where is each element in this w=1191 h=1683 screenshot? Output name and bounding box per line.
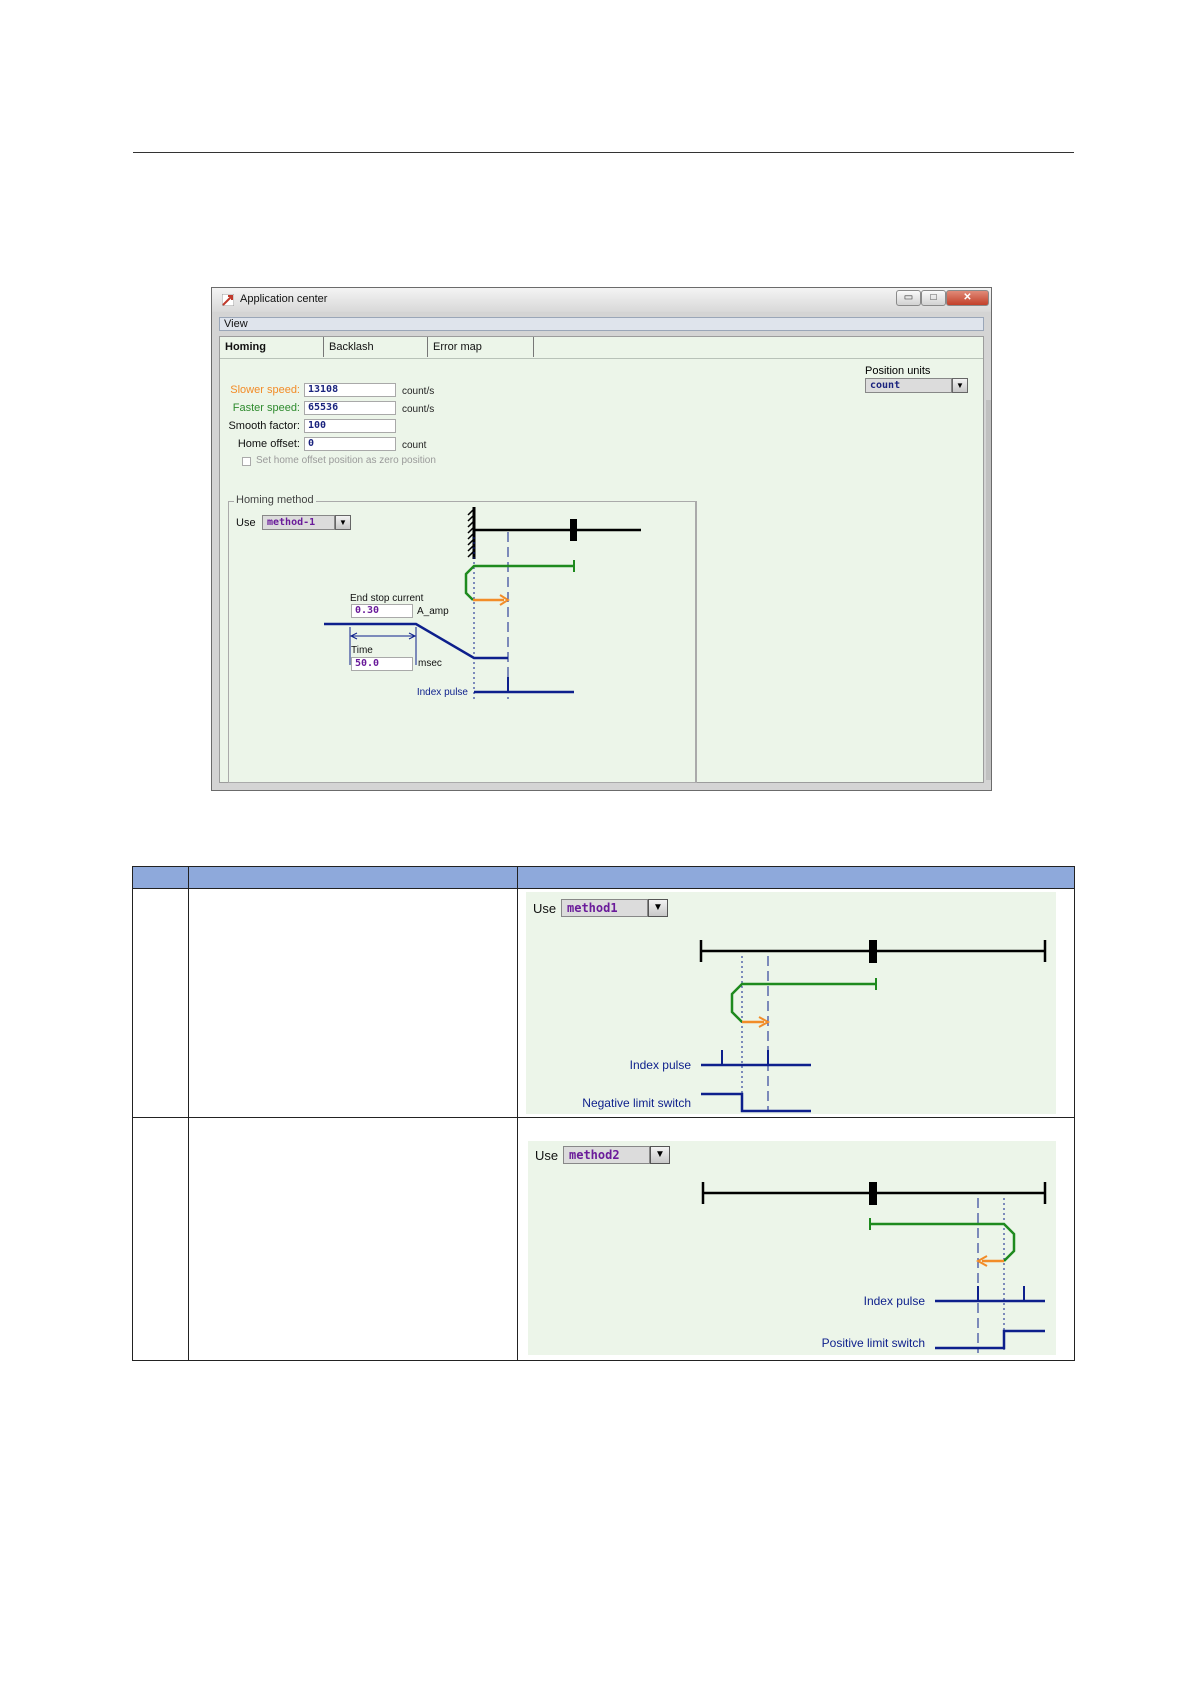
method1-fast-path [730,982,876,1023]
method2-slow-arrow-head [975,1255,988,1267]
close-button[interactable]: ✕ [946,290,989,306]
homing-method-label: Homing method [234,494,316,506]
table-header [132,866,1075,889]
method1-limit-switch-signal [701,1092,811,1113]
header-divider-2 [517,866,518,889]
homing-methods-table: Use method1 ▼ Index pulse Negative limit… [132,866,1075,1361]
method2-fast-path [870,1222,1016,1262]
position-units-select[interactable]: count [865,378,952,393]
faster-speed-unit: count/s [402,404,435,415]
method2-select[interactable]: method2 [563,1146,650,1164]
method1-diagram-svg: Index pulse Negative limit switch [582,940,1047,1113]
method2-use-label: Use [535,1148,559,1163]
end-stop-current-unit: A_amp [417,606,449,617]
end-stop-current-input[interactable]: 0.30 [351,604,413,618]
menu-bar: View [219,317,984,331]
client-area: Homing Backlash Error map Position units… [219,336,984,783]
scrollbar[interactable] [986,400,991,780]
method-dropdown-icon[interactable]: ▼ [335,515,351,530]
method1-slow-arrow-head [758,1016,771,1028]
table-row-2-diagram-cell [517,1117,1075,1361]
method1-diagram: Use method1 ▼ Index pulse Negative limit… [526,892,1056,1114]
method1-dropdown-icon[interactable]: ▼ [648,899,668,917]
time-input[interactable]: 50.0 [351,657,413,671]
method2-load-marker [869,1182,877,1205]
position-units-label: Position units [865,365,931,377]
tab-error-map[interactable]: Error map [428,337,534,357]
faster-speed-label: Faster speed: [232,402,300,414]
use-label: Use [236,517,256,529]
method-select[interactable]: method-1 [262,515,335,530]
wall-hatch [467,508,475,558]
fast-path [464,564,574,601]
zero-position-checkbox[interactable] [242,457,251,466]
method1-load-marker [869,940,877,963]
homing-diagram: End stop current A_amp Time msec Index p… [324,507,641,699]
minimize-button[interactable]: ▭ [896,290,921,306]
application-window: Application center ▭ □ ✕ View Homing Bac… [211,287,992,791]
slower-speed-label: Slower speed: [230,384,300,396]
header-divider-1 [188,866,189,889]
table-row-1-description [188,888,518,1118]
method1-select[interactable]: method1 [561,899,648,917]
window-title: Application center [240,293,328,305]
faster-speed-input[interactable]: 65536 [304,401,396,415]
method2-diagram: Use method2 ▼ Index pulse Positive limit… [528,1141,1056,1355]
smooth-factor-label: Smooth factor: [228,420,300,432]
zero-position-checkbox-label: Set home offset position as zero positio… [256,455,436,466]
maximize-button[interactable]: □ [921,290,946,306]
homing-method-group [228,501,696,783]
time-span-arrowheads [349,632,417,640]
table-row-2-number [132,1117,189,1361]
table-row-2-description [188,1117,518,1361]
tab-backlash[interactable]: Backlash [324,337,428,357]
group-right-divider [696,501,697,783]
load-marker [570,519,577,541]
time-unit: msec [418,658,442,669]
slower-speed-unit: count/s [402,386,435,397]
position-units-dropdown-icon[interactable]: ▼ [952,378,968,393]
method2-index-pulse-label: Index pulse [864,1294,926,1308]
smooth-factor-input[interactable]: 100 [304,419,396,433]
tab-divider [220,358,983,359]
menu-view[interactable]: View [224,318,248,330]
method1-use-label: Use [533,901,557,916]
time-label: Time [351,645,373,656]
title-bar[interactable]: Application center ▭ □ ✕ [212,288,991,312]
home-offset-input[interactable]: 0 [304,437,396,451]
app-icon [222,294,234,306]
slow-arrow-head [499,594,510,606]
end-stop-current-label: End stop current [350,593,424,604]
method1-index-pulse-label: Index pulse [630,1058,692,1072]
home-offset-unit: count [402,440,427,451]
slower-speed-input[interactable]: 13108 [304,383,396,397]
tab-homing[interactable]: Homing [220,337,324,357]
method2-switch-label: Positive limit switch [822,1336,925,1350]
page-header-rule [133,152,1074,153]
method2-limit-switch-signal [935,1329,1045,1350]
index-pulse-label: Index pulse [417,687,469,698]
home-offset-label: Home offset: [237,438,300,450]
current-profile [324,622,508,660]
method1-switch-label: Negative limit switch [582,1096,691,1110]
table-row-1-number [132,888,189,1118]
method2-dropdown-icon[interactable]: ▼ [650,1146,670,1164]
method2-diagram-svg: Index pulse Positive limit switch [701,1182,1047,1353]
